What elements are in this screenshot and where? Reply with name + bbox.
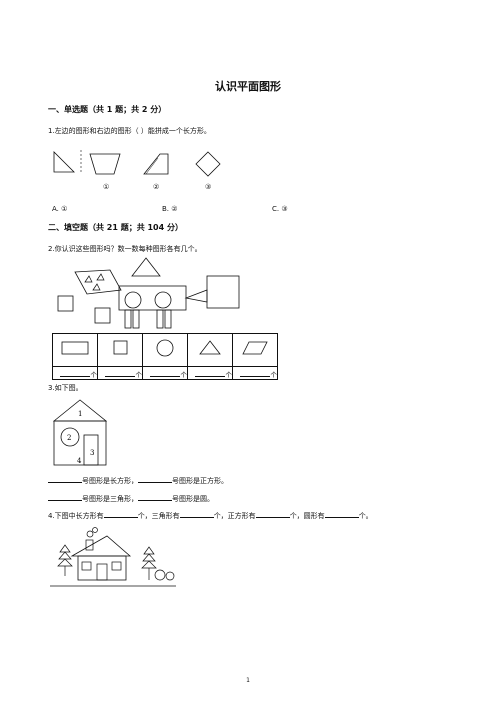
- left-triangle-shape: [53, 151, 75, 173]
- page-number: 1: [246, 677, 250, 684]
- count-cell-circle[interactable]: 个: [142, 366, 188, 380]
- answer-blank-rectangle[interactable]: [48, 475, 82, 483]
- question-3-house-figure: 1 2 3 4: [52, 399, 108, 466]
- marker-1: ①: [103, 183, 110, 191]
- table-cell-square: [97, 333, 143, 367]
- table-cell-circle: [142, 333, 188, 367]
- shape-count-table: 个 个 个 个 个: [52, 333, 278, 380]
- answer-blank-q4-circle[interactable]: [324, 510, 359, 518]
- option-b[interactable]: B. ②: [162, 205, 178, 213]
- question-1-text: 1.左边的图形和右边的图形（ ）能拼成一个长方形。: [48, 127, 211, 135]
- figure-label-1: 1: [78, 410, 82, 418]
- table-cell-triangle: [187, 333, 233, 367]
- trapezoid-shape-1: [89, 153, 121, 175]
- option-a[interactable]: A. ①: [52, 205, 68, 213]
- marker-3: ③: [205, 183, 212, 191]
- section-heading-1: 一、单选题（共 1 题；共 2 分）: [48, 105, 167, 114]
- count-cell-triangle[interactable]: 个: [187, 366, 233, 380]
- question-1-figure: [53, 150, 221, 177]
- answer-blank-q4-rectangle[interactable]: [103, 510, 138, 518]
- table-cell-parallelogram: [232, 333, 278, 367]
- question-3-text: 3.如下图。: [48, 384, 83, 392]
- marker-2: ②: [153, 183, 160, 191]
- option-c[interactable]: C. ③: [272, 205, 288, 213]
- answer-blank-circle[interactable]: [138, 493, 172, 501]
- answer-blank-square[interactable]: [138, 475, 172, 483]
- circle-icon: [156, 339, 174, 357]
- parallelogram-icon: [242, 341, 268, 355]
- answer-blank-triangle[interactable]: [48, 493, 82, 501]
- question-2-figure: [57, 257, 240, 329]
- question-3-line-2: 号图形是三角形，号图形是圆。: [48, 493, 214, 504]
- table-cell-rectangle: [52, 333, 98, 367]
- question-3-line-1: 号图形是长方形，号图形是正方形。: [48, 475, 228, 486]
- section-heading-2: 二、填空题（共 21 题；共 104 分）: [48, 223, 183, 232]
- figure-label-4: 4: [77, 457, 82, 465]
- figure-label-3: 3: [90, 449, 94, 457]
- count-cell-rectangle[interactable]: 个: [52, 366, 98, 380]
- page-title: 认识平面图形: [215, 80, 281, 93]
- answer-blank-q4-triangle[interactable]: [179, 510, 214, 518]
- right-trapezoid-shape-2: [143, 153, 169, 175]
- question-2-text: 2.你认识这些图形吗？数一数每种图形各有几个。: [48, 245, 202, 253]
- figure-label-2: 2: [67, 434, 71, 442]
- square-icon: [113, 340, 128, 355]
- triangle-icon: [199, 340, 221, 355]
- count-cell-square[interactable]: 个: [97, 366, 143, 380]
- answer-blank-q4-square[interactable]: [255, 510, 290, 518]
- count-cell-parallelogram[interactable]: 个: [232, 366, 278, 380]
- question-4-scene-figure: [50, 527, 176, 587]
- rectangle-icon: [61, 341, 89, 355]
- question-4-text: 4.下图中长方形有个，三角形有个，正方形有个，圆形有个。: [48, 510, 373, 520]
- diamond-shape-3: [195, 151, 221, 177]
